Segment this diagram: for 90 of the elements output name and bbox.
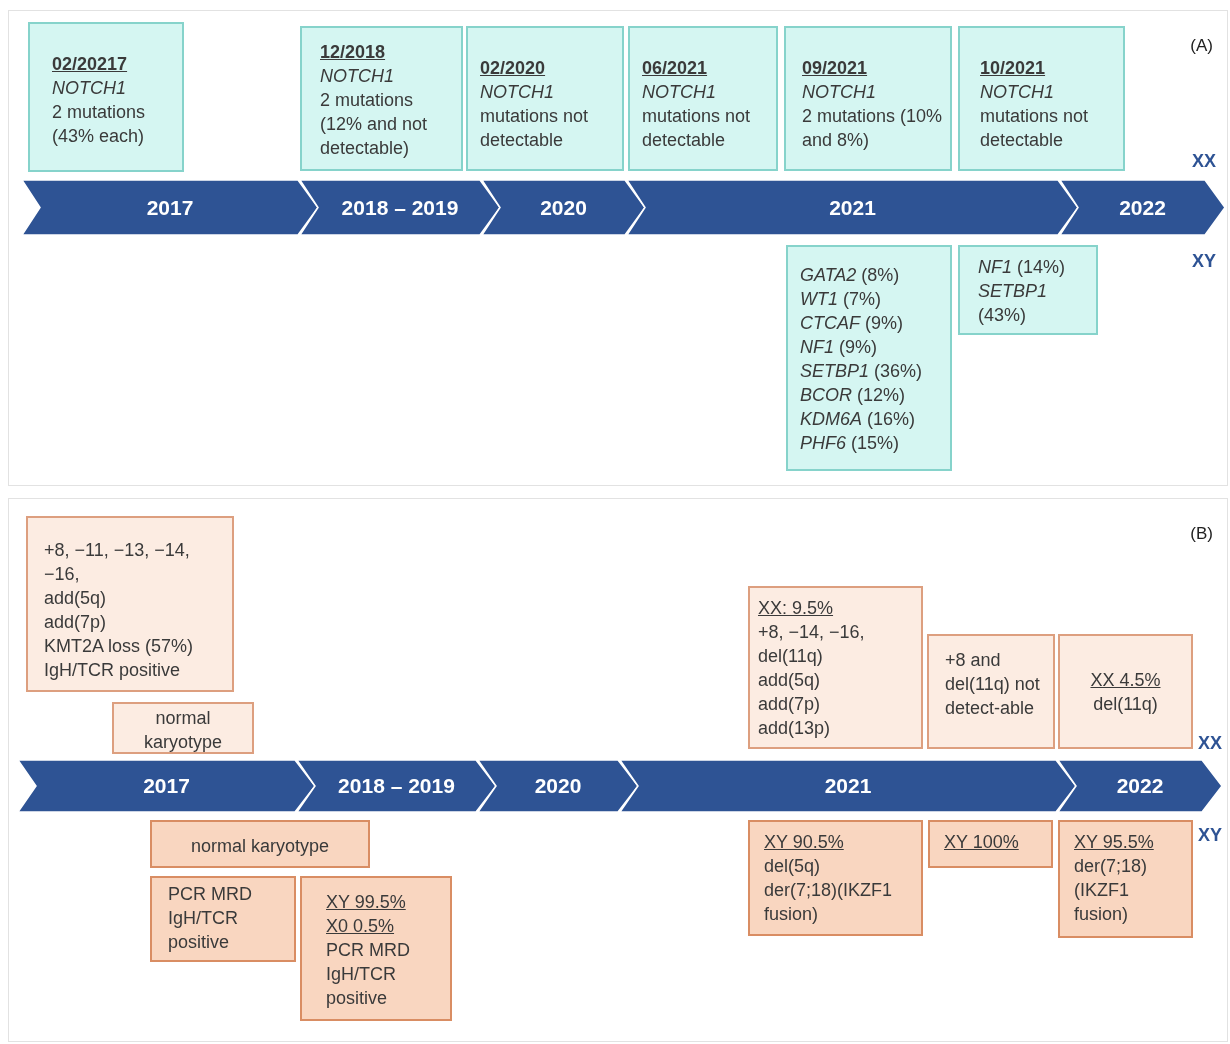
- result-text: PHF6 (15%): [800, 432, 901, 455]
- year-label: 2020: [534, 773, 582, 800]
- karyotype-label: XX: 9.5%: [758, 597, 835, 620]
- result-text: 2 mutations (10% and 8%): [802, 105, 944, 152]
- finding-box: [784, 26, 952, 171]
- finding-box: [927, 634, 1055, 749]
- panel: [8, 10, 1228, 486]
- result-text: add(5q): [758, 669, 822, 692]
- finding-box: [300, 26, 463, 171]
- chromosome-label: XY: [1192, 250, 1216, 273]
- result-text: 2 mutations (43% each): [52, 101, 147, 148]
- chromosome-label: XX: [1198, 732, 1222, 755]
- year-label: 2018 – 2019: [341, 194, 459, 221]
- year-label: 2017: [143, 773, 190, 800]
- gene-name: NOTCH1: [642, 81, 717, 104]
- result-text: der(7;18) (IKZF1 fusion): [1074, 855, 1149, 926]
- gene-name: NOTCH1: [52, 77, 127, 100]
- result-text: del(11q): [758, 645, 824, 668]
- result-text: normal karyotype: [189, 835, 331, 858]
- finding-box: [928, 820, 1053, 868]
- result-text: mutations not detectable: [980, 105, 1090, 152]
- finding-box: [150, 820, 370, 868]
- result-text: KDM6A (16%): [800, 408, 917, 431]
- gene-name: NOTCH1: [320, 65, 395, 88]
- date-label: 10/2021: [980, 57, 1047, 80]
- year-label: 2020: [540, 194, 587, 221]
- result-text: SETBP1 (43%): [978, 280, 1049, 327]
- panel-label: (A): [1190, 35, 1213, 57]
- year-label: 2018 – 2019: [338, 773, 455, 800]
- result-text: mutations not detectable: [642, 105, 752, 152]
- karyotype-label: X0 0.5%: [326, 915, 396, 938]
- finding-box: [748, 820, 923, 936]
- result-text: add(7p): [758, 693, 822, 716]
- date-label: 09/2021: [802, 57, 869, 80]
- finding-box: [628, 26, 778, 171]
- finding-box: [958, 245, 1098, 335]
- result-text: BCOR (12%): [800, 384, 907, 407]
- result-text: GATA2 (8%): [800, 264, 901, 287]
- panel-label: (B): [1190, 523, 1213, 545]
- year-label: 2017: [146, 194, 194, 221]
- date-label: 06/2021: [642, 57, 709, 80]
- year-label: 2021: [824, 773, 872, 800]
- result-text: 2 mutations (12% and not detectable): [320, 89, 429, 160]
- finding-box: [748, 586, 923, 749]
- chromosome-label: XX: [1192, 150, 1216, 173]
- date-label: 02/20217: [52, 53, 129, 76]
- result-text: mutations not detectable: [480, 105, 590, 152]
- finding-box: [786, 245, 952, 471]
- karyotype-label: XX 4.5%: [1089, 669, 1162, 692]
- finding-box: [112, 702, 254, 754]
- finding-box: [150, 876, 296, 962]
- year-label: 2022: [1119, 194, 1166, 221]
- finding-box: [28, 22, 184, 172]
- year-label: 2021: [829, 194, 876, 221]
- finding-box: [1058, 820, 1193, 938]
- result-text: WT1 (7%): [800, 288, 882, 311]
- result-text: der(7;18)(IKZF1 fusion): [764, 879, 894, 926]
- karyotype-label: XY 99.5%: [326, 891, 407, 914]
- result-text: del(11q): [1092, 693, 1159, 716]
- result-text: add(5q): [44, 587, 108, 610]
- result-text: +8, −14, −16,: [758, 621, 866, 644]
- result-text: CTCAF (9%): [800, 312, 904, 335]
- result-text: normal karyotype: [142, 707, 223, 754]
- gene-name: NOTCH1: [802, 81, 877, 104]
- year-label: 2022: [1116, 773, 1164, 800]
- finding-box: [300, 876, 452, 1021]
- finding-box: [466, 26, 624, 171]
- panel: [8, 498, 1228, 1042]
- chromosome-label: XY: [1198, 824, 1222, 847]
- date-label: 12/2018: [320, 41, 387, 64]
- finding-box: [1058, 634, 1193, 749]
- result-text: PCR MRD IgH/TCR positive: [168, 883, 253, 954]
- finding-box: [958, 26, 1125, 171]
- result-text: add(13p): [758, 717, 832, 740]
- result-text: +8 and del(11q) not detect-able: [945, 649, 1041, 720]
- finding-box: [26, 516, 234, 692]
- result-text: KMT2A loss (57%): [44, 635, 195, 658]
- result-text: PCR MRD IgH/TCR positive: [326, 939, 411, 1010]
- result-text: NF1 (14%): [978, 256, 1067, 279]
- karyotype-label: XY 100%: [944, 831, 1020, 854]
- karyotype-label: XY 90.5%: [764, 831, 845, 854]
- karyotype-label: XY 95.5%: [1074, 831, 1155, 854]
- result-text: SETBP1 (36%): [800, 360, 924, 383]
- result-text: NF1 (9%): [800, 336, 879, 359]
- gene-name: NOTCH1: [480, 81, 555, 104]
- result-text: add(7p): [44, 611, 108, 634]
- result-text: del(5q): [764, 855, 822, 878]
- gene-name: NOTCH1: [980, 81, 1055, 104]
- date-label: 02/2020: [480, 57, 547, 80]
- result-text: IgH/TCR positive: [44, 659, 182, 682]
